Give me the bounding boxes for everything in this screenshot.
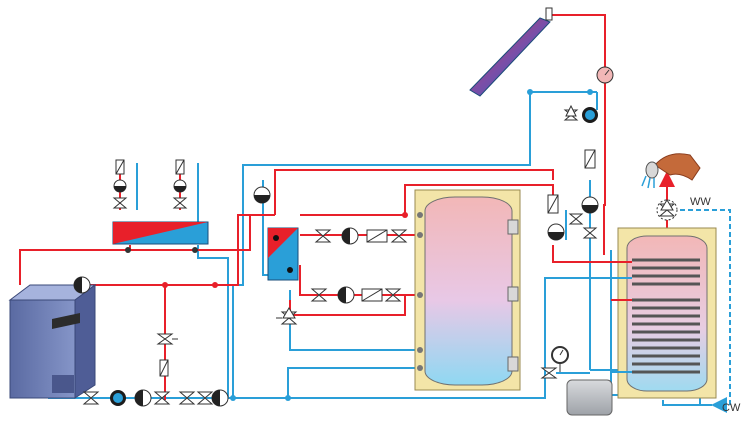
ww-label: WW [690,196,711,208]
heating-coil [632,298,700,374]
return-valve-1 [82,391,100,405]
junction-dot [212,282,218,288]
return-pump [134,389,152,407]
buffer-tank [414,189,521,391]
pump-icon [73,276,91,294]
tank-port [507,219,519,235]
heat-exchanger [267,227,299,281]
dhw-tank [607,227,717,399]
boiler-control-panel [52,312,80,329]
heating-circuit-right [172,159,188,209]
cw-label: CW [722,402,741,414]
tap-icon [641,153,701,189]
exchanger-three-way-valve [276,307,298,325]
expansion-vessel [566,379,613,416]
return-pump-gauge [110,390,126,406]
junction-dot [162,282,168,288]
solar-collector [469,7,553,97]
return-valve-2 [153,391,214,405]
exchanger-pump [253,186,271,204]
tank-port [507,356,519,372]
pressure-gauge [540,346,590,379]
upper-charging-line [314,212,408,245]
lower-charging-line [310,286,402,304]
boiler-grille [52,375,74,393]
dhw-mixing-valve [656,199,678,221]
distributor-manifold [112,221,209,253]
boiler [8,284,97,399]
collector-sensor [545,7,553,21]
mixing-valve-icon [156,333,178,377]
junction-dot [230,395,236,401]
return-pump-2 [211,389,229,407]
dhw-charge-fittings [547,194,565,241]
solar-coil [632,258,700,286]
distributor-port-right [192,247,198,253]
tank-port [507,286,519,302]
heating-circuit-left [112,159,128,209]
solar-flow-gauge [596,66,614,84]
boiler-line-fittings [73,276,291,407]
junction-dot [285,395,291,401]
distributor-port-left [125,247,131,253]
solar-station [527,89,599,239]
